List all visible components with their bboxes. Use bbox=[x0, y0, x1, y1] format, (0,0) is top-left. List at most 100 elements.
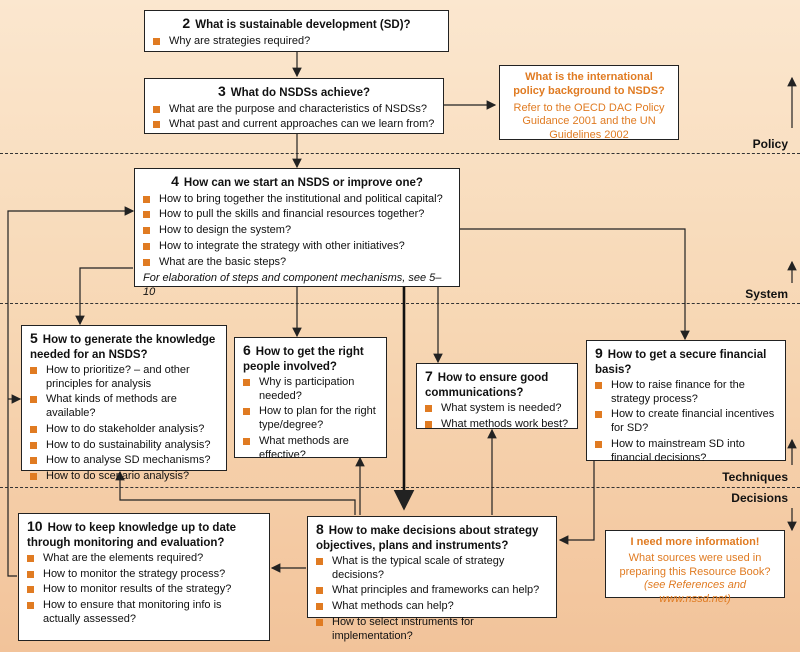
box-4-number: 4 bbox=[171, 173, 179, 189]
list-item: What are the basic steps? bbox=[143, 256, 451, 270]
bullet-icon bbox=[316, 587, 323, 595]
list-item: What are the purpose and characteristics… bbox=[153, 103, 435, 117]
list-item: How to do stakeholder analysis? bbox=[30, 423, 218, 437]
band-label-techniques: Techniques bbox=[722, 470, 788, 484]
policy-background-body: Refer to the OECD DAC Policy Guidance 20… bbox=[513, 101, 665, 142]
box-8-title: How to make decisions about strategy obj… bbox=[316, 525, 539, 552]
band-label-system: System bbox=[745, 287, 788, 301]
list-item: How to design the system? bbox=[143, 224, 451, 238]
box-3-number: 3 bbox=[217, 83, 226, 99]
bullet-icon bbox=[153, 37, 160, 45]
box-10-title: How to keep knowledge up to date through… bbox=[27, 522, 237, 549]
bullet-icon bbox=[30, 366, 37, 374]
list-item: What methods can help? bbox=[316, 600, 548, 614]
bullet-icon bbox=[595, 381, 602, 389]
box-6-title: How to get the right people involved? bbox=[243, 346, 364, 373]
list-item: How to ensure that monitoring info is ac… bbox=[27, 599, 261, 627]
bullet-icon bbox=[243, 437, 250, 445]
more-information-body: What sources were used in preparing this… bbox=[619, 551, 771, 578]
policy-background-box: What is the international policy backgro… bbox=[499, 65, 679, 142]
bullet-icon bbox=[27, 570, 34, 578]
list-item: What system is needed? bbox=[425, 402, 569, 416]
band-divider-techniques bbox=[0, 487, 800, 488]
list-item: How to do scenario analysis? bbox=[30, 470, 218, 484]
box-6-number: 6 bbox=[243, 342, 251, 358]
list-item: How to do sustainability analysis? bbox=[30, 439, 218, 453]
list-item: What is the typical scale of strategy de… bbox=[316, 555, 548, 583]
bullet-icon bbox=[595, 440, 602, 448]
box-7-number: 7 bbox=[425, 368, 433, 384]
box-3-title: What do NSDSs achieve? bbox=[230, 87, 371, 99]
bullet-icon bbox=[316, 603, 323, 611]
list-item: How to mainstream SD into financial deci… bbox=[595, 438, 777, 466]
list-item: How to pull the skills and financial res… bbox=[143, 208, 451, 222]
bullet-icon bbox=[243, 378, 250, 386]
list-item: What methods are effective? bbox=[243, 435, 378, 463]
bullet-icon bbox=[30, 425, 37, 433]
bullet-icon bbox=[30, 473, 37, 481]
bullet-icon bbox=[153, 105, 160, 113]
bullet-icon bbox=[316, 557, 323, 565]
list-item: How to create financial incentives for S… bbox=[595, 408, 777, 436]
bullet-icon bbox=[143, 227, 150, 234]
list-item: How to plan for the right type/degree? bbox=[243, 405, 378, 433]
box-4-note: For elaboration of steps and component m… bbox=[143, 272, 442, 298]
bullet-icon bbox=[143, 211, 150, 219]
bullet-icon bbox=[595, 411, 602, 419]
policy-background-title: What is the international policy backgro… bbox=[513, 71, 665, 97]
list-item: How to integrate the strategy with other… bbox=[143, 240, 451, 254]
list-item: Why is participation needed? bbox=[243, 376, 378, 404]
band-divider-policy bbox=[0, 153, 800, 154]
band-label-decisions: Decisions bbox=[731, 491, 788, 505]
bullet-icon bbox=[30, 457, 37, 465]
box-10-number: 10 bbox=[27, 518, 43, 534]
list-item: What past and current approaches can we … bbox=[153, 118, 435, 132]
more-information-title: I need more information! bbox=[630, 536, 760, 548]
bullet-icon bbox=[425, 420, 432, 428]
box-2-sustainable-development: 2 What is sustainable development (SD)? W… bbox=[144, 10, 449, 52]
list-item: How to raise finance for the strategy pr… bbox=[595, 379, 777, 407]
bullet-icon bbox=[153, 121, 160, 129]
bullet-icon bbox=[143, 242, 150, 250]
box-9-title: How to get a secure financial basis? bbox=[595, 349, 767, 376]
box-9-number: 9 bbox=[595, 345, 603, 361]
list-item: What are the elements required? bbox=[27, 552, 261, 566]
list-item: Why are strategies required? bbox=[153, 35, 440, 49]
more-information-note: (see References and www.nssd.net) bbox=[643, 579, 747, 605]
list-item: What principles and frameworks can help? bbox=[316, 584, 548, 598]
band-label-policy: Policy bbox=[752, 137, 788, 151]
list-item: How to monitor the strategy process? bbox=[27, 568, 261, 582]
box-3-nsds-achieve: 3 What do NSDSs achieve? What are the pur… bbox=[144, 78, 444, 134]
list-item: How to select instruments for implementa… bbox=[316, 616, 548, 644]
bullet-icon bbox=[143, 258, 150, 266]
bullet-icon bbox=[30, 396, 37, 404]
box-5-title: How to generate the knowledge needed for… bbox=[30, 334, 216, 361]
list-item: How to bring together the institutional … bbox=[143, 193, 451, 207]
list-item: How to monitor results of the strategy? bbox=[27, 583, 261, 597]
more-information-box: I need more information! What sources we… bbox=[605, 530, 785, 605]
bullet-icon bbox=[27, 586, 34, 594]
box-5-number: 5 bbox=[30, 330, 38, 346]
box-4-title: How can we start an NSDS or improve one? bbox=[183, 177, 423, 189]
bullet-icon bbox=[30, 441, 37, 449]
bullet-icon bbox=[27, 602, 34, 610]
list-item: What kinds of methods are available? bbox=[30, 393, 218, 421]
box-2-title: What is sustainable development (SD)? bbox=[195, 19, 411, 31]
bullet-icon bbox=[27, 554, 34, 562]
list-item: How to prioritize? – and other principle… bbox=[30, 364, 218, 392]
list-item: What methods work best? bbox=[425, 418, 569, 432]
bullet-icon bbox=[425, 404, 432, 412]
box-2-number: 2 bbox=[182, 15, 191, 31]
band-divider-system bbox=[0, 303, 800, 304]
box-4-start-nsds: 4 How can we start an NSDS or improve one… bbox=[134, 168, 460, 298]
bullet-icon bbox=[143, 195, 150, 203]
box-7-title: How to ensure good communications? bbox=[425, 372, 549, 399]
box-8-number: 8 bbox=[316, 521, 324, 537]
